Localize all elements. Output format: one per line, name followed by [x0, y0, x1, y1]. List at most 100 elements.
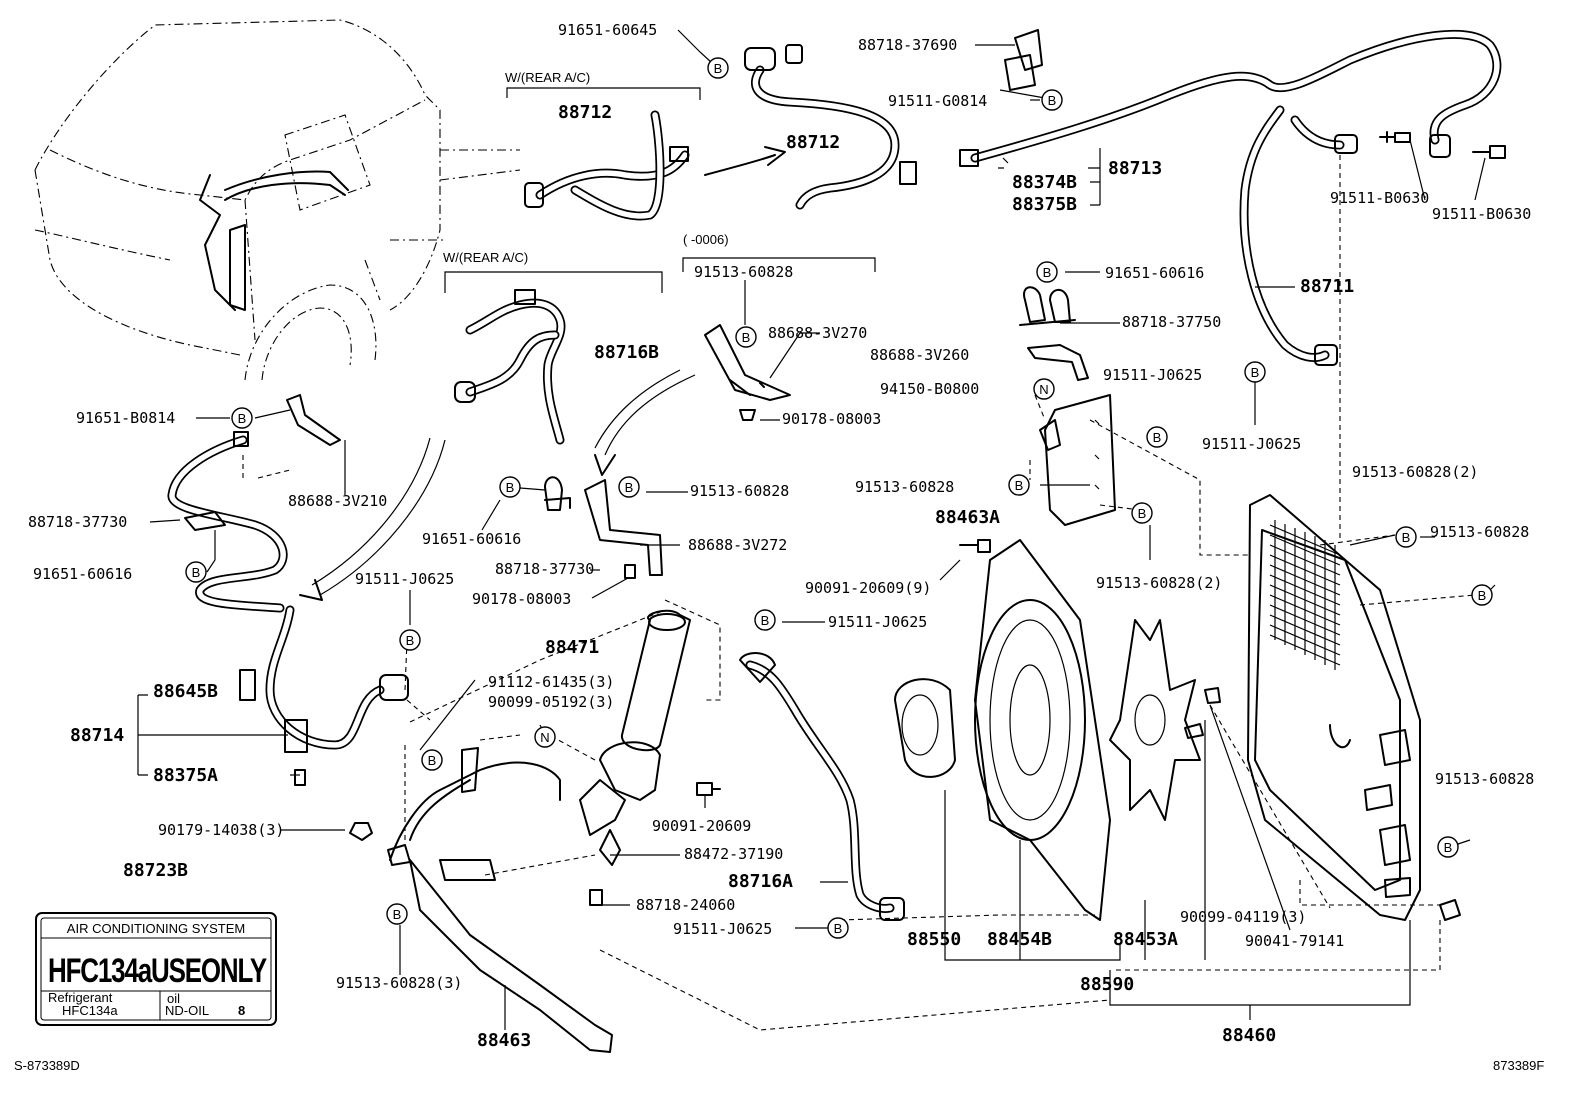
plate-refrigerant-value: HFC134a — [62, 1003, 118, 1018]
bracket-88688-3V270 — [682, 257, 876, 421]
bracket-88688-3V260 — [1027, 344, 1089, 381]
bracket-88688-3V210 — [242, 394, 341, 480]
marker-b: B — [185, 561, 207, 583]
part-label: 91511-B0630 — [1432, 205, 1531, 223]
svg-text:B: B — [1153, 430, 1162, 445]
part-label: 90099-04119(3) — [1180, 908, 1306, 926]
part-label: 91513-60828 — [1430, 523, 1529, 541]
condenser-core — [1269, 520, 1341, 670]
clip-88718-37690 — [999, 29, 1046, 99]
part-label: 91651-60616 — [422, 530, 521, 548]
part-label: 88374B — [1012, 172, 1077, 193]
part-label: 90178-08003 — [782, 410, 881, 428]
svg-text:N: N — [1039, 382, 1048, 397]
marker-b: B — [421, 749, 443, 771]
svg-text:B: B — [393, 907, 402, 922]
plate-main-text: HFC134aUSEONLY — [48, 952, 267, 990]
marker-n: N — [1033, 378, 1055, 400]
part-label: 88718-37730 — [28, 513, 127, 531]
hose-88716A — [739, 652, 905, 921]
marker-b: B — [707, 57, 729, 79]
plate-oil-label: oil — [167, 991, 180, 1006]
part-label: 91651-60645 — [558, 21, 657, 39]
part-label: 88716A — [728, 871, 793, 892]
bracket-88463A — [1039, 394, 1116, 526]
clip-88718-37750 — [1019, 286, 1076, 326]
label-leaders — [149, 29, 1496, 1030]
condenser-88460 — [1247, 494, 1461, 921]
marker-b: B — [386, 903, 408, 925]
part-label: 91511-J0625 — [355, 570, 454, 588]
vehicle-outline — [34, 19, 521, 381]
part-label: 88716B — [594, 342, 659, 363]
part-label: 91511-B0630 — [1330, 189, 1429, 207]
svg-text:B: B — [1048, 93, 1057, 108]
part-label: 88712 — [558, 102, 612, 123]
marker-b: B — [1437, 836, 1459, 858]
marker-n: N — [534, 726, 556, 748]
part-label: 90099-05192(3) — [488, 693, 614, 711]
bolts-91511-B0630 — [1379, 131, 1506, 159]
part-label: 88688-3V270 — [768, 324, 867, 342]
fan-assembly — [894, 539, 1221, 921]
part-label: 91513-60828 — [694, 263, 793, 281]
plate-refrigerant-label: Refrigerant — [48, 990, 113, 1005]
part-label: 88453A — [1113, 929, 1178, 950]
svg-text:B: B — [1251, 365, 1260, 380]
marker-b: B — [231, 407, 253, 429]
part-label: 90091-20609(9) — [805, 579, 931, 597]
part-label: 91112-61435(3) — [488, 673, 614, 691]
part-label: 88375A — [153, 765, 218, 786]
part-label: 91513-60828(2) — [1096, 574, 1222, 592]
marker-b: B — [618, 476, 640, 498]
svg-text:B: B — [1043, 265, 1052, 280]
part-label: 91511-J0625 — [673, 920, 772, 938]
hose-88716B — [444, 271, 663, 445]
svg-text:B: B — [506, 480, 515, 495]
svg-text:B: B — [834, 921, 843, 936]
marker-b: B — [1131, 502, 1153, 524]
part-label: 88714 — [70, 725, 124, 746]
part-label: 91651-60616 — [1105, 264, 1204, 282]
svg-text:B: B — [761, 613, 770, 628]
clips-left — [544, 476, 663, 579]
svg-text:B: B — [238, 411, 247, 426]
svg-text:B: B — [742, 330, 751, 345]
marker-b: B — [1008, 474, 1030, 496]
part-label: 88712 — [786, 132, 840, 153]
part-label: 88718-37730 — [495, 560, 594, 578]
part-label: 90179-14038(3) — [158, 821, 284, 839]
part-labels: W/(REAR A/C) W/(REAR A/C) ( -0006) 91651… — [28, 21, 1534, 1051]
svg-text:B: B — [1478, 588, 1487, 603]
part-label: 91651-60616 — [33, 565, 132, 583]
part-label: 91511-J0625 — [1202, 435, 1301, 453]
part-label: 91511-G0814 — [888, 92, 987, 110]
marker-b: B — [735, 326, 757, 348]
part-label: 88463A — [935, 507, 1000, 528]
part-label: 88460 — [1222, 1025, 1276, 1046]
svg-text:B: B — [1138, 506, 1147, 521]
part-label: 88718-37690 — [858, 36, 957, 54]
part-label: 90041-79141 — [1245, 932, 1344, 950]
marker-b: B — [1041, 89, 1063, 111]
doc-id-left: S-873389D — [14, 1058, 80, 1073]
dashed-leaders — [404, 155, 1476, 1031]
part-label: 91513-60828(2) — [1352, 463, 1478, 481]
plate-header: AIR CONDITIONING SYSTEM — [67, 921, 245, 936]
group-label: W/(REAR A/C) — [505, 70, 590, 85]
marker-b: B — [399, 629, 421, 651]
svg-text:B: B — [406, 633, 415, 648]
refrigerant-label-plate: AIR CONDITIONING SYSTEM HFC134aUSEONLY R… — [35, 912, 277, 1026]
part-label: 88711 — [1300, 276, 1354, 297]
part-label: 91651-B0814 — [76, 409, 175, 427]
marker-b: B — [1471, 584, 1493, 606]
hose-88712-group — [506, 44, 917, 221]
doc-id-right: 873389F — [1493, 1058, 1544, 1073]
svg-text:B: B — [192, 565, 201, 580]
group-label: W/(REAR A/C) — [443, 250, 528, 265]
part-label: 88471 — [545, 637, 599, 658]
marker-circles: B B B N B B B B B B B B B B B B B N B B … — [185, 57, 1493, 939]
svg-text:B: B — [428, 753, 437, 768]
part-label: 90178-08003 — [472, 590, 571, 608]
plate-oil-number: 8 — [238, 1003, 245, 1018]
